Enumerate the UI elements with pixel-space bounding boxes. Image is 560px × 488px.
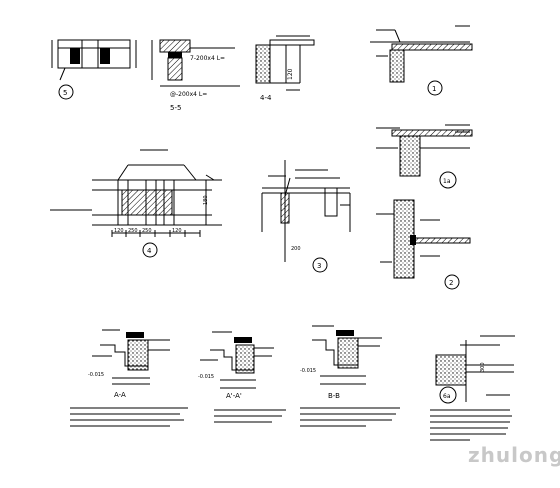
section-label-4-4: 4-4 [260, 94, 272, 102]
dim-120: 120 [114, 228, 124, 234]
detail-6a: 300 6a [430, 335, 515, 441]
elev-a-prime: -0.015 [198, 374, 214, 380]
dim-120b: 120 [172, 228, 182, 234]
elev-a: -0.015 [88, 372, 104, 378]
section-mark-4 [142, 242, 158, 258]
section-a-a: -0.015 A-A [70, 329, 188, 427]
section-mark-3 [312, 257, 328, 273]
detail-2: 2 [376, 199, 471, 290]
plate-label: 7-200x4 L= [190, 55, 225, 62]
section-label-2: 2 [449, 279, 453, 287]
detail-1: 1 [370, 25, 473, 96]
section-label-a-a: A-A [114, 391, 126, 399]
section-label-4: 4 [147, 247, 152, 255]
section-mark-5 [58, 84, 74, 100]
section-label-1: 1 [432, 85, 436, 93]
section-label-5-5: 5-5 [170, 104, 181, 112]
detail-5-5: 7-200x4 L= @-200x4 L= 5-5 [151, 39, 240, 112]
section-label-5: 5 [63, 89, 67, 97]
section-a-prime: -0.015 A'-A' [198, 331, 286, 423]
dim-300: 300 [480, 362, 486, 372]
section-label-6a: 6a [443, 393, 451, 400]
section-label-3: 3 [317, 262, 321, 270]
svg-text:200: 200 [291, 246, 301, 252]
svg-text:120: 120 [287, 68, 294, 80]
section-mark-2 [444, 274, 460, 290]
detail-1a: 1a [376, 124, 473, 189]
section-label-1a: 1a [443, 178, 451, 185]
section-b-b: -0.015 B-B [300, 325, 400, 427]
detail-4-4: 120 4-4 [255, 35, 315, 102]
section-mark-6a [439, 386, 457, 404]
section-mark-1a [439, 171, 457, 189]
section-label-a-prime: A'-A' [226, 392, 242, 400]
section-label-b-b: B-B [328, 392, 340, 400]
watermark: zhulong.com [468, 443, 560, 467]
detail-5: 5 [51, 39, 137, 100]
detail-3: 200 3 [261, 160, 351, 273]
dim-180: 180 [203, 195, 209, 205]
elev-b: -0.015 [300, 368, 316, 374]
plate-label-2: @-200x4 L= [170, 91, 207, 98]
dim-250a: 250 [128, 228, 138, 234]
dim-250b: 250 [142, 228, 152, 234]
detail-4: 120 250 250 120 180 4 [50, 149, 222, 258]
section-mark-1 [427, 80, 443, 96]
